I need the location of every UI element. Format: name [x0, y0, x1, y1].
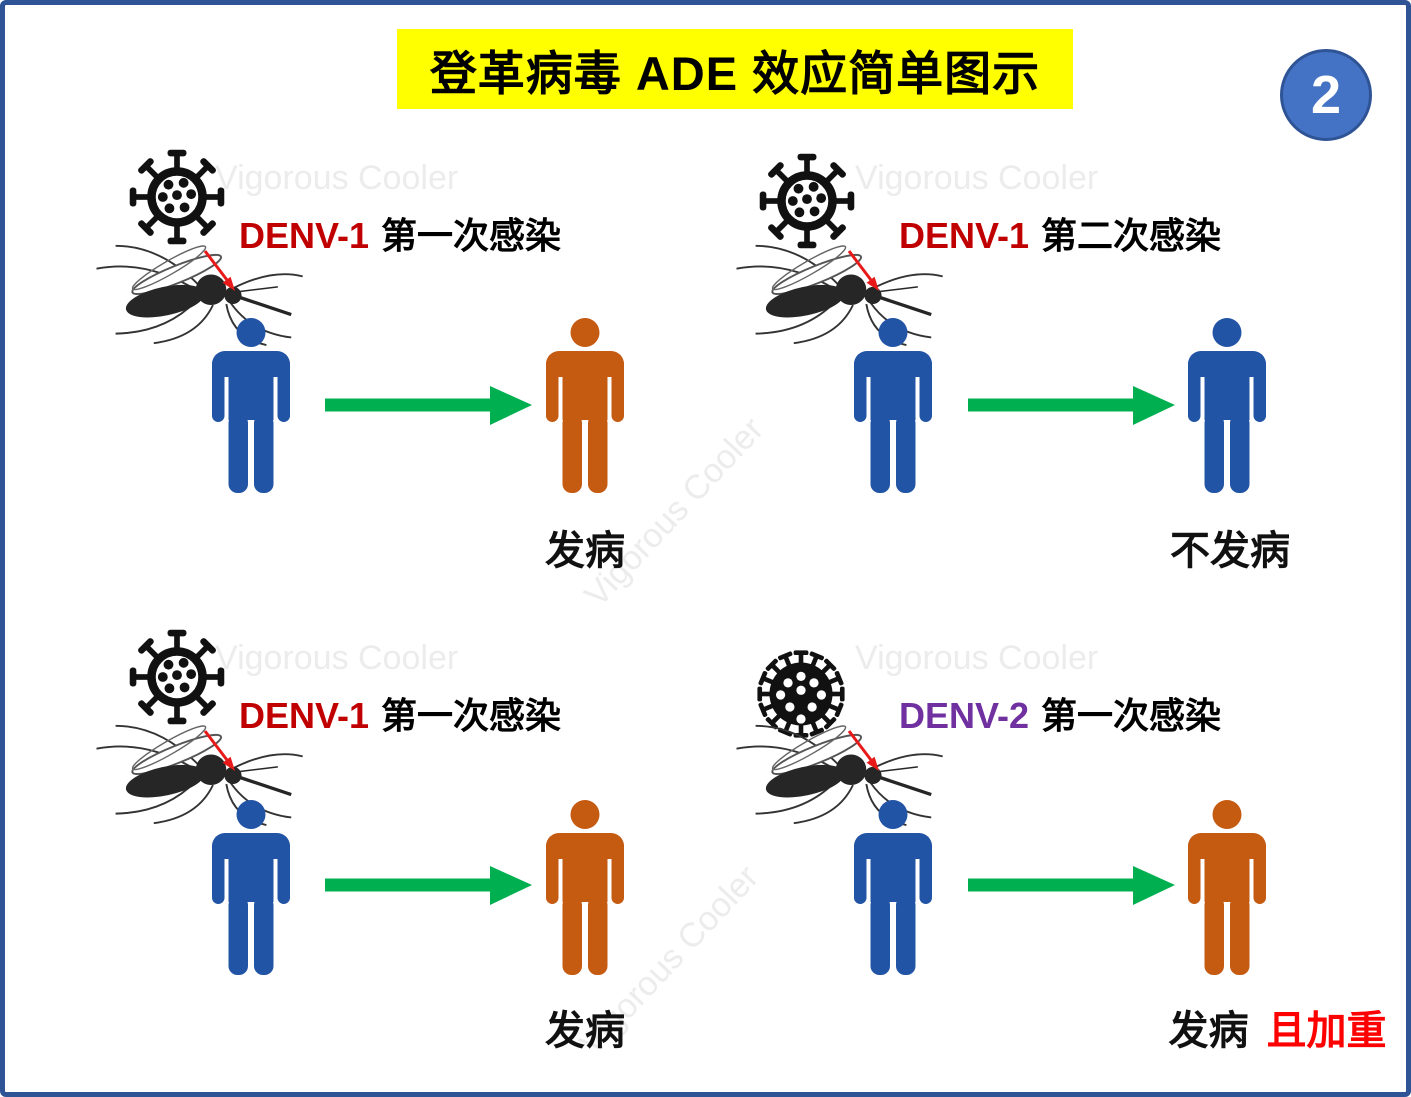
flow-arrow-icon — [968, 385, 1175, 425]
outcome-suffix-text: 且加重 — [1266, 1009, 1387, 1053]
person-sick-icon — [1188, 800, 1266, 975]
panel-denv1-second-infection: DENV-1 第二次感染 不发病 — [700, 135, 1350, 600]
panel-denv1-first-infection-repeat: DENV-1 第一次感染 发病 — [65, 615, 715, 1080]
virus-outline-icon — [755, 149, 859, 253]
outcome-label: 发病 — [485, 1007, 685, 1055]
infection-caption: DENV-2 第一次感染 — [885, 695, 1235, 737]
flow-arrow-icon — [968, 865, 1175, 905]
flow-arrow-icon — [325, 385, 532, 425]
virus-label: DENV-2 — [898, 695, 1030, 736]
virus-label: DENV-1 — [898, 215, 1030, 256]
person-healthy-icon — [854, 318, 932, 493]
bite-arrow-icon — [845, 247, 885, 297]
panel-denv1-first-infection: DENV-1 第一次感染 发病 — [65, 135, 715, 600]
outcome-label: 发病且加重 — [1140, 1007, 1406, 1055]
flow-arrow-icon — [325, 865, 532, 905]
bite-arrow-icon — [845, 727, 885, 777]
infection-text: 第二次感染 — [1041, 215, 1222, 256]
infection-text: 第一次感染 — [381, 215, 562, 256]
outcome-label: 不发病 — [1125, 527, 1335, 575]
outcome-text: 发病 — [545, 529, 625, 573]
person-healthy-icon — [212, 318, 290, 493]
infection-caption: DENV-1 第一次感染 — [225, 215, 575, 257]
infection-caption: DENV-1 第二次感染 — [885, 215, 1235, 257]
infection-caption: DENV-1 第一次感染 — [225, 695, 575, 737]
person-healthy-icon — [854, 800, 932, 975]
virus-label: DENV-1 — [238, 695, 370, 736]
infection-text: 第一次感染 — [381, 695, 562, 736]
infection-text: 第一次感染 — [1041, 695, 1222, 736]
outcome-text: 发病 — [545, 1009, 625, 1053]
person-healthy-icon — [1188, 318, 1266, 493]
panel-denv2-first-infection: DENV-2 第一次感染 发病且加重 — [700, 615, 1387, 1080]
virus-outline-icon — [125, 145, 229, 249]
person-healthy-icon — [212, 800, 290, 975]
person-sick-icon — [546, 318, 624, 493]
page-number-badge: 2 — [1280, 49, 1372, 141]
outcome-text: 不发病 — [1170, 529, 1290, 573]
virus-outline-icon — [125, 625, 229, 729]
outcome-text: 发病 — [1168, 1009, 1249, 1053]
virus-label: DENV-1 — [238, 215, 370, 256]
person-sick-icon — [546, 800, 624, 975]
page-title: 登革病毒 ADE 效应简单图示 — [397, 29, 1073, 109]
outcome-label: 发病 — [485, 527, 685, 575]
